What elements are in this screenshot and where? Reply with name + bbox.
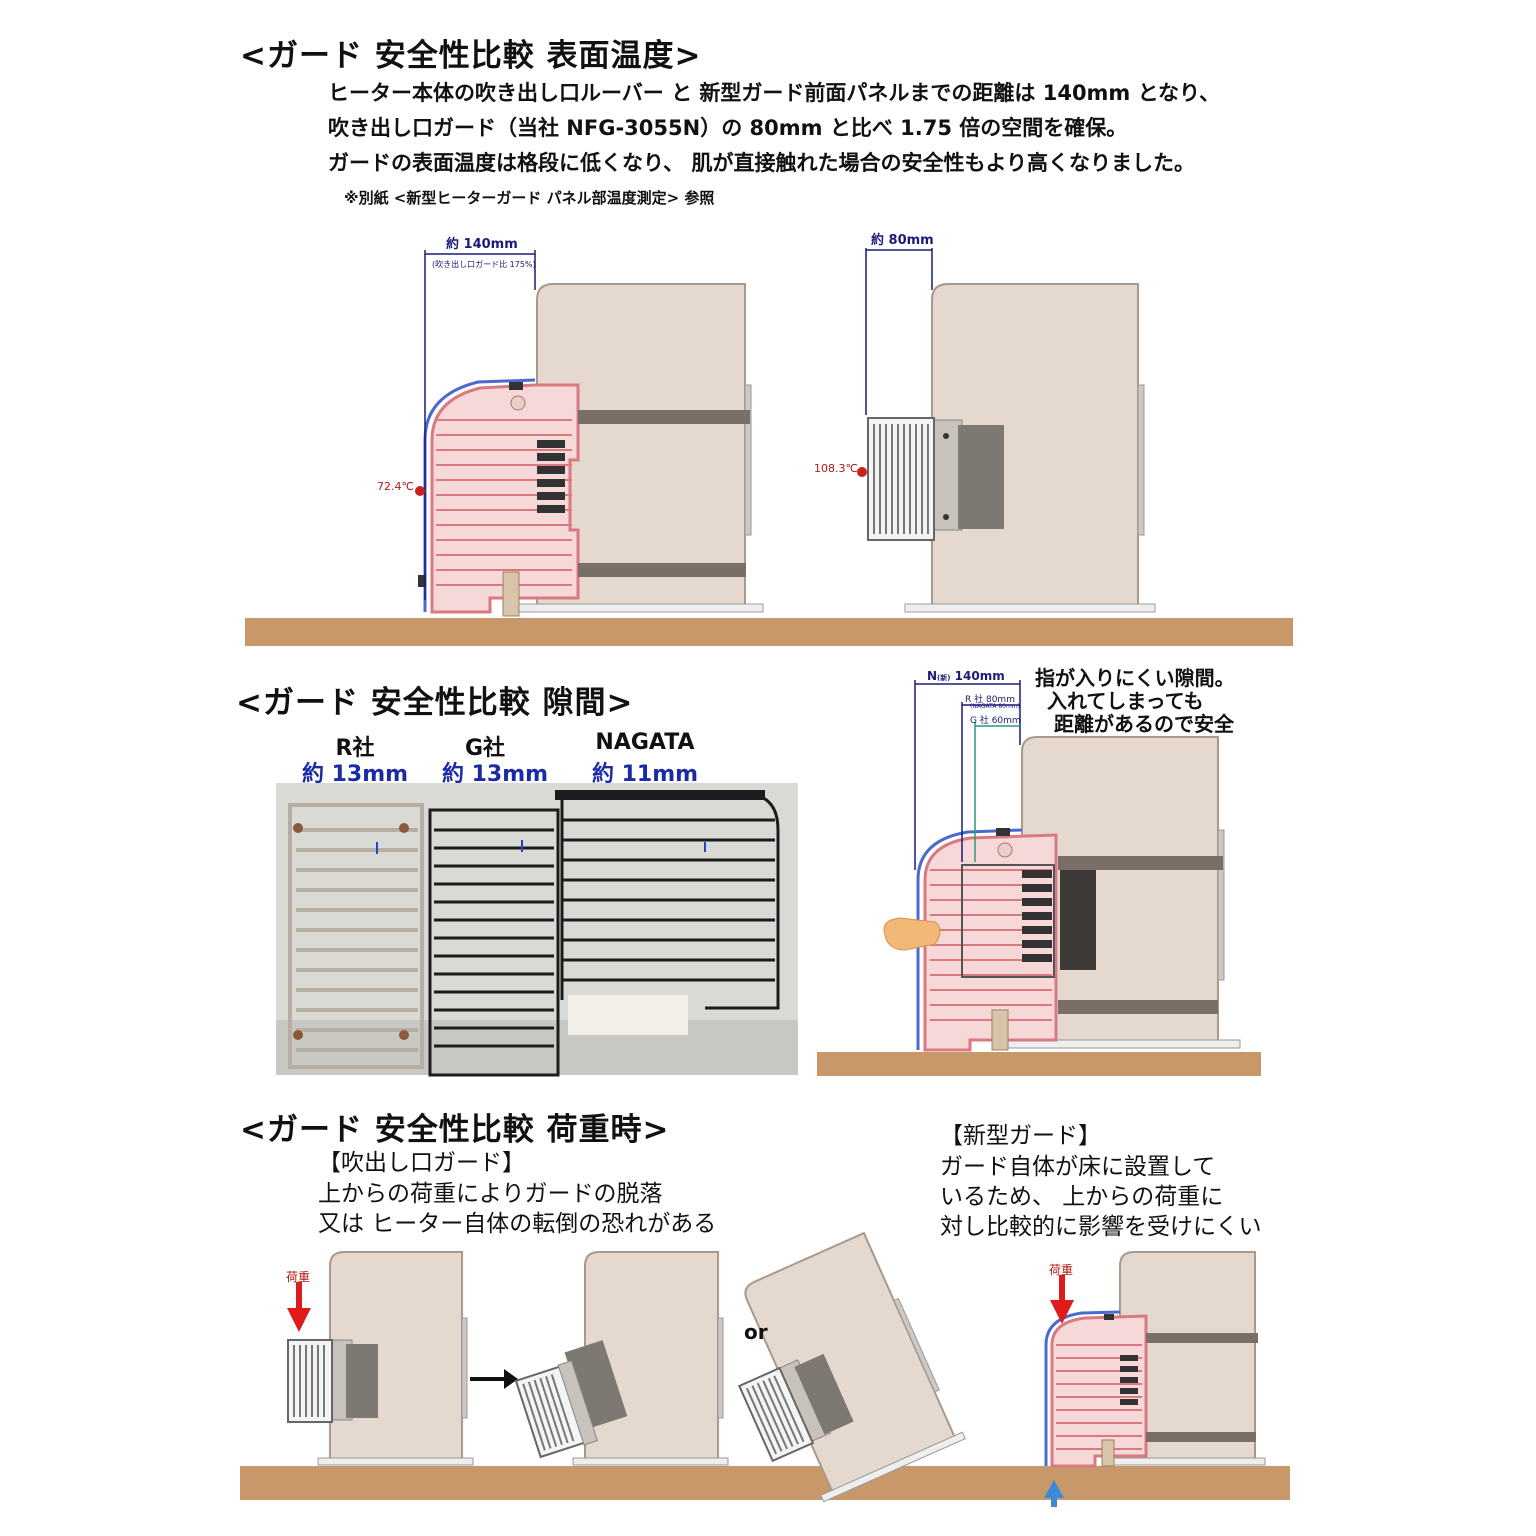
brand-r-gap: 約 13mm [301, 762, 409, 787]
gap-comment-3: 距離があるので安全 [1054, 712, 1234, 736]
guard-icon [737, 1366, 815, 1463]
section1-line-2: 吹き出し口ガード（当社 NFG-3055N）の 80mm と比べ 1.75 倍の… [328, 116, 1128, 140]
heater-icon [1119, 1251, 1256, 1461]
n-dim-value: 140mm [954, 669, 1005, 683]
outlet-guard-comment-1: 【吹出し口ガード】 [318, 1150, 525, 1176]
r-guard-icon [288, 803, 424, 1069]
guard-icon [287, 1339, 333, 1423]
new-guard-comment-1: 【新型ガード】 [940, 1123, 1101, 1149]
load-label-2: 荷重 [1049, 1263, 1074, 1277]
brand-nagata-gap: 約 11mm [591, 762, 699, 787]
section1-title: <ガード 安全性比較 表面温度> [240, 38, 702, 74]
support-arrow-icon [1044, 1480, 1064, 1507]
section1-line-1: ヒーター本体の吹き出し口ルーバー と 新型ガード前面パネルまでの距離は 140m… [328, 81, 1221, 105]
brand-g-name: G社 [464, 736, 506, 761]
new-guard-comment-4: 対し比較的に影響を受けにくい [940, 1214, 1262, 1240]
brand-nagata-name: NAGATA [595, 730, 695, 755]
n-dim-prefix: N [927, 669, 938, 683]
new-guard-dim-sub: (吹き出し口ガード比 175%) [432, 260, 536, 269]
outlet-guard-temp: 108.3℃ [814, 462, 858, 475]
outlet-guard-comment-3: 又は ヒーター自体の転倒の恐れがある [318, 1211, 717, 1237]
new-guard-dim-label: 約 140mm [446, 237, 518, 252]
section1-line-3: ガードの表面温度は格段に低くなり、 肌が直接触れた場合の安全性もより高くなりまし… [328, 151, 1196, 175]
hand-icon [883, 917, 941, 951]
n-dim-label: N(新) 140mm [927, 669, 1005, 683]
r-dim-label: R 社 80mm [965, 695, 1015, 705]
brand-r-name: R社 [335, 736, 375, 761]
load-arrow-icon [287, 1282, 311, 1332]
section3-title: <ガード 安全性比較 荷重時> [240, 1112, 670, 1148]
or-label: or [744, 1320, 768, 1344]
floor [245, 618, 1293, 646]
brand-g-gap: 約 13mm [441, 762, 549, 787]
guard-icon [867, 417, 935, 541]
new-guard-temp: 72.4℃ [377, 480, 414, 493]
n-dim-paren: (新) [937, 674, 951, 682]
g-dim-label: G 社 60mm [970, 716, 1021, 726]
gap-comment-2: 入れてしまっても [1047, 689, 1204, 713]
section1-note: ※別紙 <新型ヒーターガード パネル部温度測定> 参照 [344, 189, 715, 207]
next-arrow-icon [470, 1369, 518, 1389]
r-dim-sub: (NAGATA 80mm) [970, 703, 1020, 710]
outlet-guard-comment-2: 上からの荷重によりガードの脱落 [318, 1181, 663, 1207]
section2-title: <ガード 安全性比較 隙間> [236, 685, 634, 721]
gap-comment-1: 指が入りにくい隙間。 [1035, 666, 1235, 690]
new-guard-comment-2: ガード自体が床に設置して [940, 1154, 1216, 1180]
load-label-1: 荷重 [286, 1270, 311, 1284]
load-arrow-icon [1050, 1275, 1074, 1324]
outlet-guard-dim-label: 約 80mm [871, 233, 934, 248]
floor [817, 1052, 1261, 1076]
g-guard-icon [428, 808, 560, 1077]
floor [240, 1466, 1290, 1500]
guard-icon [514, 1340, 628, 1459]
new-guard-comment-3: いるため、 上からの荷重に [940, 1184, 1224, 1210]
